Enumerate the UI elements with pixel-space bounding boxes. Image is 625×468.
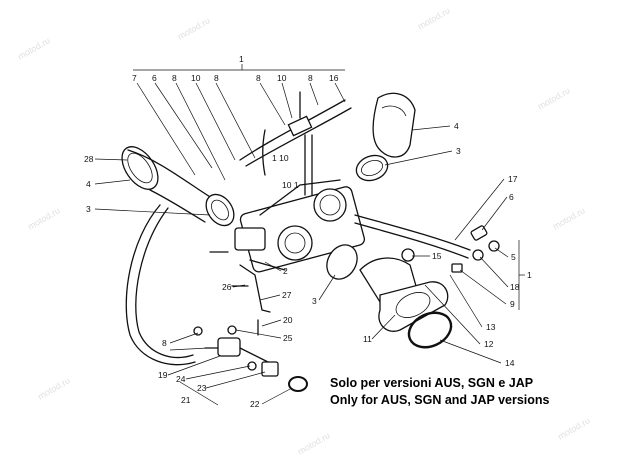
callout-1: 1 xyxy=(527,270,532,280)
callout-16: 16 xyxy=(329,73,339,83)
right-elbow xyxy=(355,92,416,182)
callout-27: 27 xyxy=(282,290,292,300)
callout-21: 21 xyxy=(181,395,191,405)
watermark: motod.ru xyxy=(26,205,62,231)
callout-22: 22 xyxy=(250,399,260,409)
version-note-italian: Solo per versioni AUS, SGN e JAP xyxy=(330,376,533,390)
callout-12: 12 xyxy=(484,339,494,349)
leader-lines xyxy=(94,82,509,405)
watermark: motod.ru xyxy=(536,85,572,111)
callout-11: 11 xyxy=(363,334,372,344)
group-1-bracket xyxy=(133,64,345,71)
callout-labels: 1 7 6 8 10 8 8 10 8 16 4 3 28 4 3 1 10 1… xyxy=(84,54,532,409)
callout-10: 10 xyxy=(191,73,201,83)
callout-13: 13 xyxy=(486,322,496,332)
callout-3: 3 xyxy=(312,296,317,306)
callout-3: 3 xyxy=(456,146,461,156)
callout-1-10: 1 10 xyxy=(272,153,289,163)
lower-intake xyxy=(359,248,449,332)
o-ring xyxy=(407,311,453,349)
version-note-english: Only for AUS, SGN and JAP versions xyxy=(330,393,550,407)
callout-4: 4 xyxy=(86,179,91,189)
callout-9: 9 xyxy=(510,299,515,309)
callout-10: 10 xyxy=(277,73,287,83)
lower-left-assembly xyxy=(193,325,308,392)
callout-18: 18 xyxy=(510,282,520,292)
long-hose-left xyxy=(125,204,196,366)
left-intake-bellows xyxy=(121,146,235,227)
watermark: motod.ru xyxy=(36,375,72,401)
callout-6: 6 xyxy=(152,73,157,83)
watermark: motod.ru xyxy=(416,5,452,31)
callout-28: 28 xyxy=(84,154,94,164)
callout-8: 8 xyxy=(308,73,313,83)
group-21-bracket xyxy=(179,381,219,406)
callout-8: 8 xyxy=(214,73,219,83)
watermark: motod.ru xyxy=(16,35,52,61)
long-hose-left-inner xyxy=(135,207,194,359)
version-note: Solo per versioni AUS, SGN e JAP Only fo… xyxy=(330,376,550,407)
right-hose xyxy=(354,214,471,251)
right-hose-inner xyxy=(354,222,469,259)
callout-25: 25 xyxy=(283,333,293,343)
callout-14: 14 xyxy=(505,358,515,368)
top-hose-assembly xyxy=(239,91,352,196)
callout-6: 6 xyxy=(509,192,514,202)
callout-1: 1 xyxy=(239,54,244,64)
callout-23: 23 xyxy=(197,383,207,393)
watermark: motod.ru xyxy=(176,15,212,41)
callout-8: 8 xyxy=(172,73,177,83)
callout-26: 26 xyxy=(222,282,232,292)
callout-5: 5 xyxy=(511,252,516,262)
right-fittings xyxy=(451,225,500,273)
callout-24: 24 xyxy=(176,374,186,384)
watermark: motod.ru xyxy=(296,430,332,456)
callout-8: 8 xyxy=(162,338,167,348)
callout-4: 4 xyxy=(454,121,459,131)
callout-19: 19 xyxy=(158,370,168,380)
callout-7: 7 xyxy=(132,73,137,83)
callout-8: 8 xyxy=(256,73,261,83)
callout-20: 20 xyxy=(283,315,293,325)
callout-2: 2 xyxy=(283,266,288,276)
callout-17: 17 xyxy=(508,174,518,184)
watermark: motod.ru xyxy=(551,205,587,231)
watermark: motod.ru xyxy=(556,415,592,441)
callout-3: 3 xyxy=(86,204,91,214)
callout-10-1: 10 1 xyxy=(282,180,299,190)
callout-15: 15 xyxy=(432,251,442,261)
group-1-right-bracket xyxy=(518,240,525,310)
